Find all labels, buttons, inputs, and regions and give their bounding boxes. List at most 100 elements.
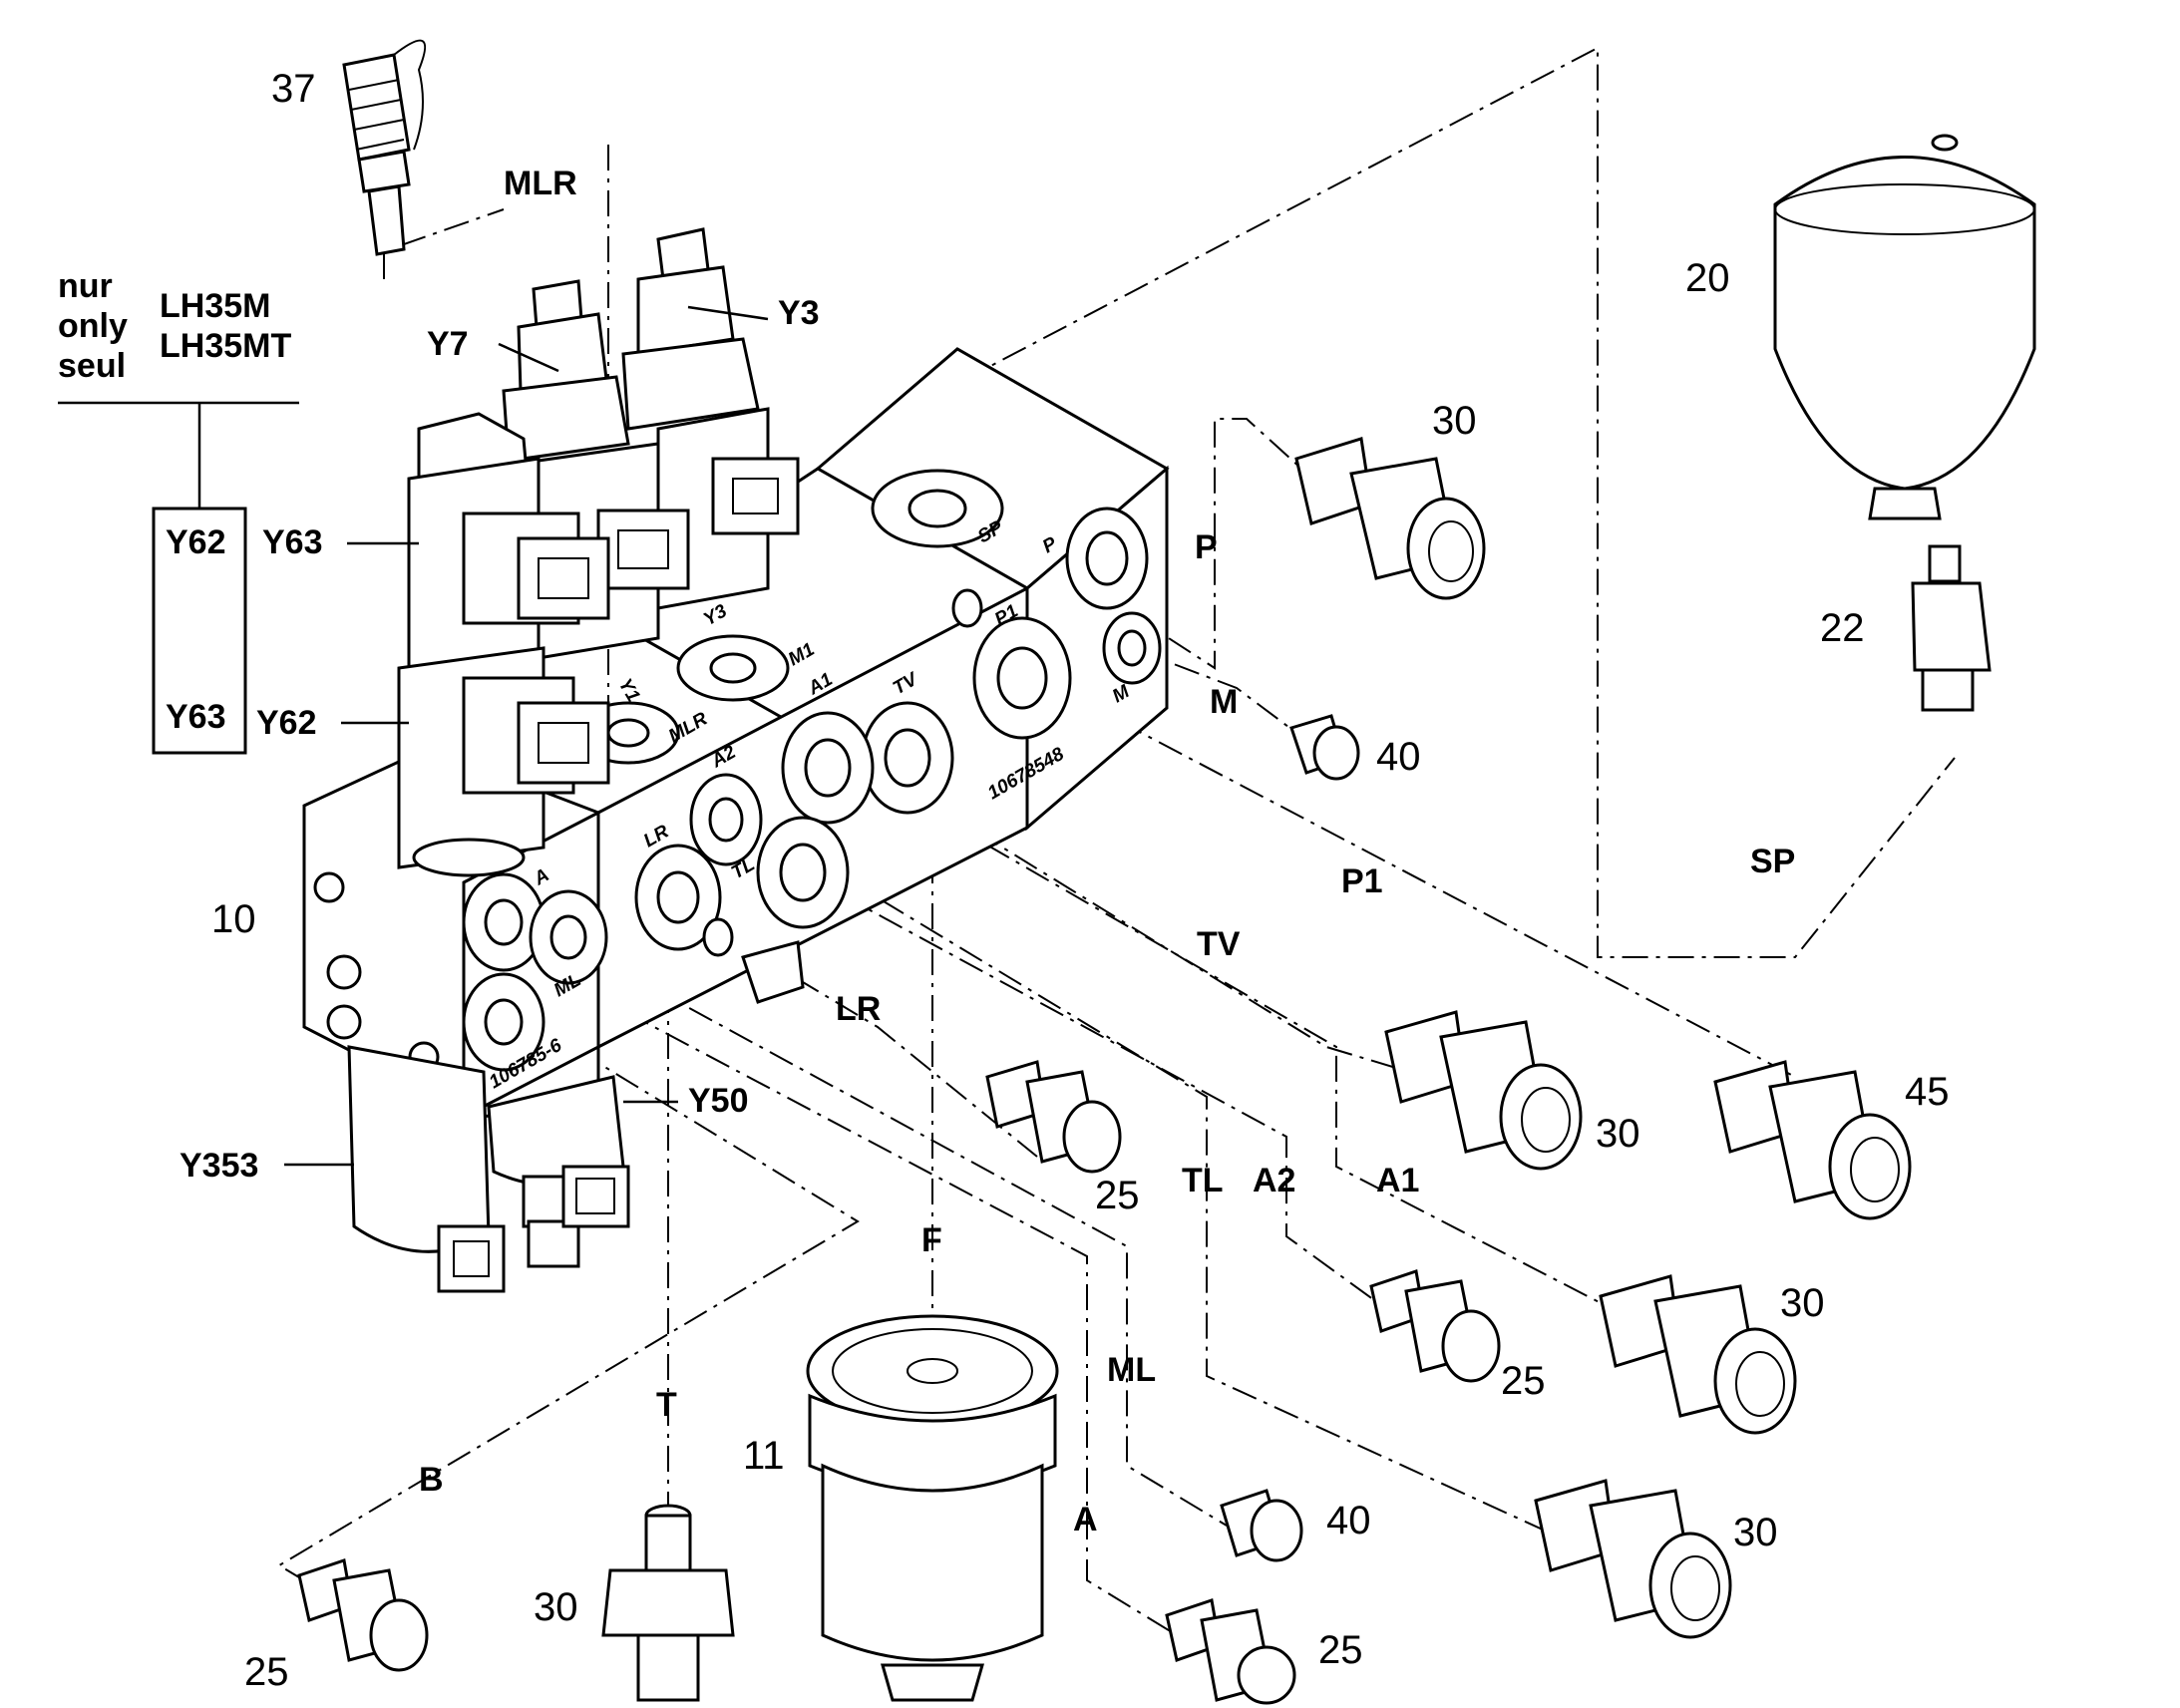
label-y63: Y63 bbox=[262, 523, 323, 561]
valve-y63-connector bbox=[517, 536, 610, 620]
fitting-25-lr bbox=[985, 1060, 1122, 1174]
valve-y3 bbox=[621, 227, 800, 610]
part-10-valve-block bbox=[302, 347, 1170, 1120]
label-line-sp: SP bbox=[1750, 843, 1795, 880]
item-numbers: 30 40 10 45 30 25 30 25 30 40 25 11 30 2… bbox=[211, 399, 1950, 1694]
note-box-y62: Y62 bbox=[166, 523, 226, 561]
line-sp bbox=[936, 46, 1956, 958]
svg-text:Y1: Y1 bbox=[614, 675, 644, 706]
fitting-30-p bbox=[1294, 437, 1486, 600]
label-11: 11 bbox=[743, 1434, 785, 1478]
label-line-ml: ML bbox=[1107, 1351, 1156, 1389]
label-line-m: M bbox=[1210, 683, 1238, 721]
note-model-lh35m: LH35M bbox=[160, 287, 270, 325]
valve-y62 bbox=[397, 646, 610, 877]
label-25-b: 25 bbox=[244, 1650, 289, 1694]
label-30-tv: 30 bbox=[1596, 1112, 1640, 1156]
label-y50: Y50 bbox=[688, 1082, 749, 1120]
svg-text:MLR: MLR bbox=[665, 708, 711, 747]
fitting-25-a2 bbox=[1369, 1269, 1501, 1383]
line-ml bbox=[567, 941, 1228, 1527]
line-lr bbox=[677, 906, 1038, 1158]
note-nur: nur bbox=[58, 267, 113, 305]
label-y7: Y7 bbox=[427, 325, 469, 363]
coupling-cap bbox=[342, 53, 411, 162]
valve-y50-connector bbox=[561, 1165, 630, 1228]
accumulator-cap bbox=[1931, 134, 1959, 152]
label-line-mlr: MLR bbox=[504, 165, 577, 202]
part-22-adapter bbox=[1911, 544, 1992, 712]
line-p1 bbox=[1036, 677, 1796, 1078]
valve-y3-connector bbox=[711, 457, 800, 535]
note-only: only bbox=[58, 307, 128, 345]
label-30-tl: 30 bbox=[1733, 1511, 1778, 1554]
label-line-a1: A1 bbox=[1376, 1162, 1419, 1199]
note-box-y63: Y63 bbox=[166, 698, 226, 736]
label-30-t: 30 bbox=[534, 1585, 578, 1629]
component-labels: Y3 Y7 Y63 Y62 Y50 Y353 bbox=[180, 294, 820, 1185]
fitting-25-a bbox=[1165, 1598, 1296, 1705]
label-10: 10 bbox=[211, 897, 256, 941]
label-25-a: 25 bbox=[1318, 1628, 1363, 1672]
label-line-f: F bbox=[921, 1221, 942, 1259]
coupling-hex bbox=[357, 150, 411, 193]
filter-bowl bbox=[821, 1463, 1044, 1662]
label-line-a: A bbox=[1073, 1501, 1098, 1538]
line-a bbox=[503, 946, 1178, 1636]
fitting-30-t bbox=[601, 1504, 735, 1702]
label-line-b: B bbox=[419, 1461, 444, 1499]
valve-y50 bbox=[487, 1075, 630, 1268]
fitting-25-b bbox=[297, 1558, 429, 1672]
line-mlr-upper bbox=[383, 208, 505, 279]
valve-y63 bbox=[407, 412, 610, 700]
leader-lines bbox=[284, 305, 769, 1167]
label-20: 20 bbox=[1685, 256, 1730, 300]
label-y3: Y3 bbox=[778, 294, 820, 332]
label-line-p1: P1 bbox=[1341, 862, 1383, 900]
part-20-accumulator bbox=[1773, 134, 2036, 520]
model-note: nur only seul LH35M LH35MT Y62 Y63 bbox=[58, 267, 299, 755]
label-y62: Y62 bbox=[256, 704, 317, 742]
fitting-40-ml bbox=[1220, 1489, 1303, 1562]
valve-y353-coil bbox=[347, 1045, 491, 1253]
fitting-30-a1 bbox=[1599, 1274, 1797, 1435]
label-30-a1: 30 bbox=[1780, 1281, 1825, 1325]
label-y353: Y353 bbox=[180, 1147, 258, 1185]
line-tl bbox=[802, 852, 1557, 1537]
valve-y7-connector bbox=[596, 509, 690, 590]
part-11-filter bbox=[806, 1314, 1059, 1702]
label-30-p: 30 bbox=[1432, 399, 1477, 443]
fitting-40-m bbox=[1289, 714, 1360, 781]
label-line-tv: TV bbox=[1197, 925, 1241, 963]
adapter-hex bbox=[1911, 581, 1992, 672]
note-box bbox=[152, 507, 247, 755]
valve-y62-connector bbox=[517, 701, 610, 785]
label-40-m: 40 bbox=[1376, 735, 1421, 779]
coupling-stem bbox=[367, 184, 406, 256]
line-a1 bbox=[827, 752, 1646, 1327]
accumulator-body bbox=[1773, 156, 2036, 491]
label-line-p: P bbox=[1195, 528, 1218, 566]
fitting-30-tl bbox=[1534, 1479, 1732, 1639]
label-37: 37 bbox=[271, 67, 316, 111]
valve-y353 bbox=[347, 1045, 506, 1293]
line-a2 bbox=[717, 827, 1397, 1317]
label-22: 22 bbox=[1820, 606, 1865, 650]
fitting-30-tv bbox=[1384, 1010, 1583, 1171]
label-line-a2: A2 bbox=[1253, 1162, 1295, 1199]
note-seul: seul bbox=[58, 347, 126, 385]
valve-y3-nut bbox=[621, 337, 760, 431]
line-labels: MLR P M SP P1 TV LR TL A2 A1 F ML T B A bbox=[419, 165, 1795, 1538]
connection-lines bbox=[277, 46, 1956, 1636]
label-25-lr: 25 bbox=[1095, 1174, 1140, 1217]
coupling-chain bbox=[393, 39, 427, 151]
part-37-test-coupling bbox=[342, 39, 427, 256]
note-model-lh35mt: LH35MT bbox=[160, 327, 291, 365]
label-line-t: T bbox=[656, 1386, 677, 1424]
label-25-a2: 25 bbox=[1501, 1359, 1546, 1403]
fitting-45-p1 bbox=[1713, 1060, 1912, 1220]
label-line-lr: LR bbox=[836, 990, 881, 1028]
label-40-ml: 40 bbox=[1326, 1499, 1371, 1542]
valve-y353-connector bbox=[437, 1224, 506, 1293]
